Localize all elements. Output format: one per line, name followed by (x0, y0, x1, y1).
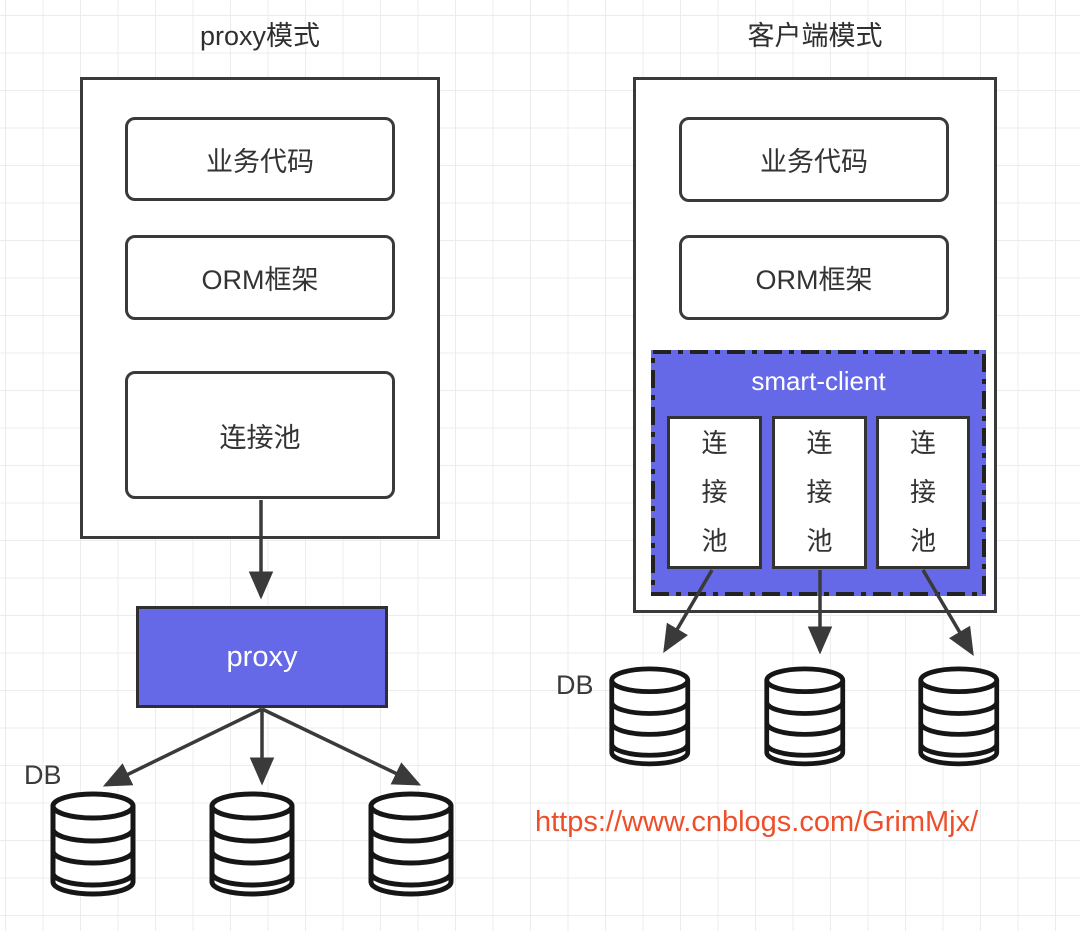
arrow-proxy-to-db-1 (102, 707, 263, 787)
pool-box-1: 连接池 (667, 416, 762, 569)
left-business-code-box: 业务代码 (125, 117, 395, 201)
right-business-code-box: 业务代码 (679, 117, 949, 202)
database-icon (612, 669, 688, 764)
database-icon (371, 794, 451, 894)
left-panel-title: proxy模式 (199, 21, 321, 51)
database-icon (53, 794, 133, 894)
database-icon (212, 794, 292, 894)
pool-box-3: 连接池 (876, 416, 970, 569)
left-connection-pool-box: 连接池 (125, 371, 395, 499)
pool-box-1-label: 连接池 (701, 428, 728, 556)
proxy-box: proxy (136, 606, 388, 708)
left-orm-framework-box: ORM框架 (125, 235, 395, 320)
arrow-proxy-to-db-3 (261, 707, 422, 786)
database-icon (767, 669, 843, 764)
pool-box-2: 连接池 (772, 416, 867, 569)
database-icon (921, 669, 997, 764)
smart-client-label: smart-client (751, 366, 886, 396)
footer-url: https://www.cnblogs.com/GrimMjx/ (535, 806, 979, 838)
right-orm-framework-box: ORM框架 (679, 235, 949, 320)
right-panel-title: 客户端模式 (747, 21, 883, 51)
right-db-label: DB (556, 670, 594, 700)
left-db-label: DB (24, 760, 62, 790)
pool-box-2-label: 连接池 (806, 428, 833, 556)
pool-box-3-label: 连接池 (909, 428, 936, 556)
